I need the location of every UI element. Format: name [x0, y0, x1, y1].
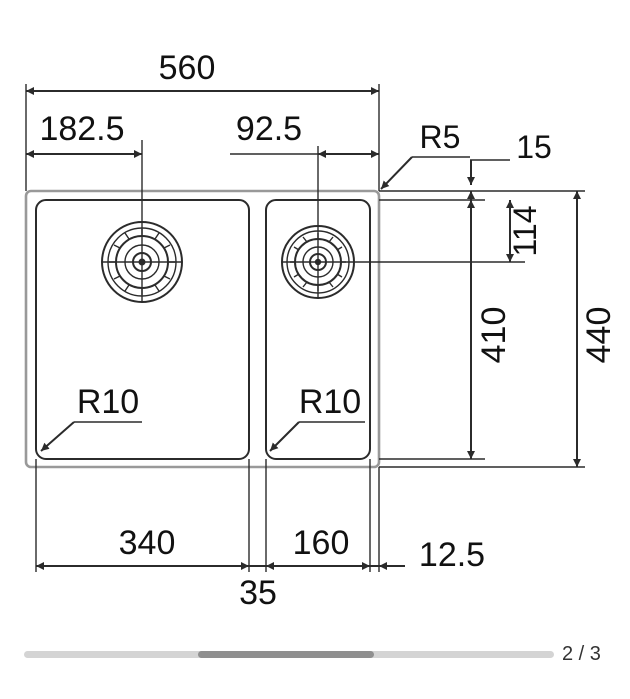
label-bowl-depth: 410 [475, 307, 513, 364]
image-carousel-scrollbar[interactable] [24, 646, 554, 662]
label-left-drain-offset: 182.5 [39, 110, 124, 148]
label-right-edge-offset: 12.5 [419, 536, 485, 574]
page-indicator: 2 / 3 [562, 643, 601, 665]
leader-line-right-radius [269, 421, 300, 452]
label-drain-depth: 114 [507, 205, 543, 256]
label-left-bowl-radius: R10 [77, 383, 139, 421]
label-divider-width: 35 [239, 574, 277, 612]
label-overall-depth: 440 [580, 307, 618, 364]
left-drain-icon [101, 213, 183, 303]
label-right-bowl-radius: R10 [299, 383, 361, 421]
leader-line-outer-radius [380, 156, 413, 190]
scrollbar-thumb[interactable] [198, 651, 374, 658]
leader-line-left-radius [40, 421, 75, 452]
label-top-offset: 15 [516, 129, 552, 165]
outer-sink-outline [24, 189, 381, 469]
right-drain-icon [281, 223, 370, 299]
label-right-bowl-width: 160 [293, 524, 350, 562]
label-right-drain-offset: 92.5 [236, 110, 302, 148]
label-left-bowl-width: 340 [119, 524, 176, 562]
label-overall-width: 560 [159, 49, 216, 87]
label-outer-radius: R5 [420, 119, 461, 155]
